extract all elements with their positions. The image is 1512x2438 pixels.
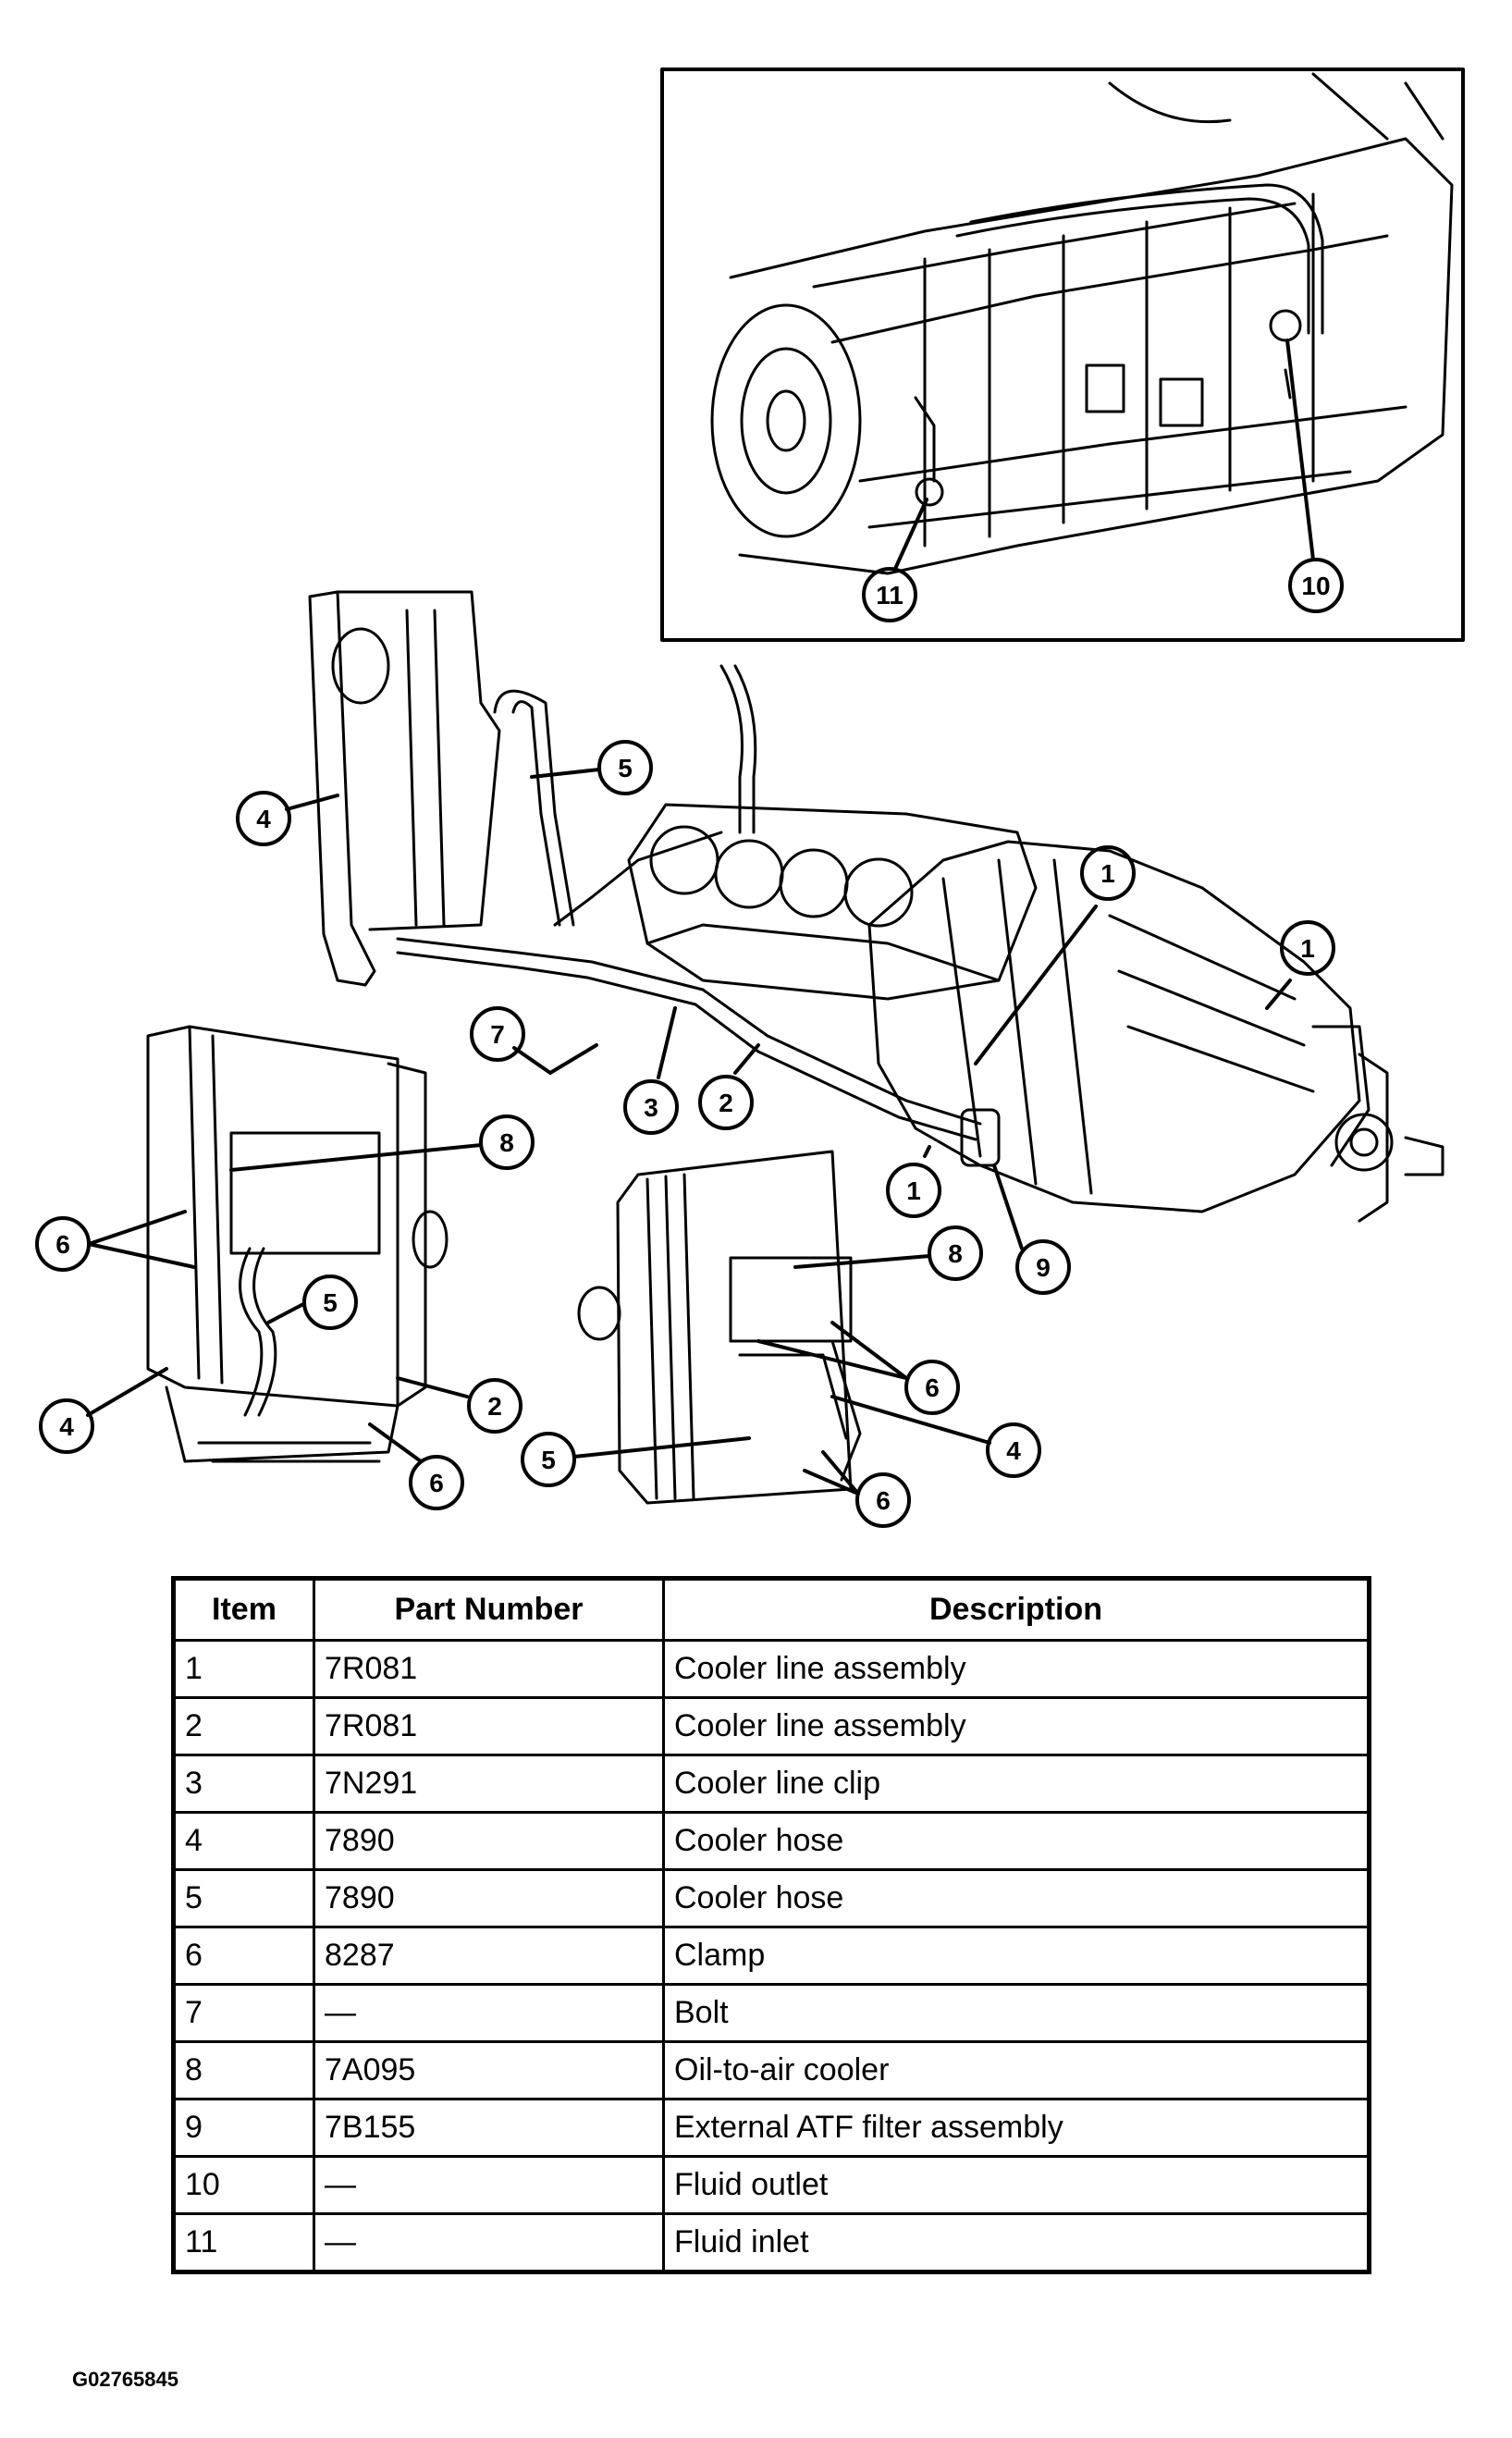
inset-detail: 11 10	[660, 68, 1465, 642]
callout-4c-number: 4	[1006, 1436, 1021, 1465]
description-cell: External ATF filter assembly	[662, 2098, 1371, 2158]
callout-4a: 4	[236, 791, 339, 846]
part-number-cell: 8287	[313, 1926, 665, 1986]
callout-5b-number: 5	[323, 1288, 338, 1317]
part-number-cell: —	[313, 2155, 665, 2215]
item-cell: 10	[172, 2155, 315, 2215]
callout-7: 7	[470, 1006, 598, 1075]
callout-8a: 8	[229, 1114, 535, 1172]
table-row: 7—Bolt	[172, 1983, 1371, 2043]
callout-8b-number: 8	[948, 1239, 963, 1268]
item-cell: 8	[172, 2040, 315, 2100]
callout-10-number: 10	[1301, 572, 1330, 600]
callout-9: 9	[992, 1164, 1071, 1295]
inset-frame	[660, 68, 1465, 642]
part-number-cell: 7A095	[313, 2040, 665, 2100]
part-number-cell: 7N291	[313, 1754, 665, 1814]
callout-4a-number: 4	[256, 805, 271, 833]
item-cell: 9	[172, 2098, 315, 2158]
callout-4b: 4	[39, 1367, 168, 1454]
callout-6b-number: 6	[429, 1469, 444, 1497]
header-part-number: Part Number	[313, 1577, 665, 1642]
callout-10: 10	[1285, 339, 1344, 613]
callout-5b: 5	[266, 1274, 358, 1330]
part-number-cell: 7890	[313, 1868, 665, 1928]
callout-4b-number: 4	[59, 1412, 74, 1441]
figure-id: G02765845	[72, 2368, 178, 2391]
description-cell: Oil-to-air cooler	[662, 2040, 1371, 2100]
callout-9-number: 9	[1036, 1253, 1051, 1282]
table-row: 10—Fluid outlet	[172, 2155, 1371, 2215]
callout-1c: 1	[886, 1145, 941, 1218]
item-cell: 5	[172, 1868, 315, 1928]
callout-8a-number: 8	[499, 1128, 514, 1157]
callout-5c: 5	[521, 1432, 751, 1487]
callout-2b-number: 2	[487, 1392, 502, 1421]
item-cell: 6	[172, 1926, 315, 1986]
callout-5a-number: 5	[618, 754, 633, 782]
inset-transmission-illustration	[710, 72, 1454, 575]
callout-1b-number: 1	[1300, 934, 1315, 963]
callout-11: 11	[862, 498, 928, 622]
cooler-system-diagram: 11 10	[35, 68, 1465, 1528]
callout-6c: 6	[756, 1321, 960, 1415]
callout-2b: 2	[396, 1376, 522, 1434]
description-cell: Cooler line clip	[662, 1754, 1371, 1814]
callout-6d-number: 6	[876, 1486, 891, 1515]
description-cell: Cooler line assembly	[662, 1639, 1371, 1699]
description-cell: Cooler line assembly	[662, 1696, 1371, 1756]
item-cell: 3	[172, 1754, 315, 1814]
callout-1a-number: 1	[1100, 859, 1115, 888]
item-cell: 1	[172, 1639, 315, 1699]
callout-3: 3	[623, 1006, 679, 1135]
callout-3-number: 3	[644, 1093, 658, 1122]
header-description: Description	[662, 1577, 1371, 1642]
system-illustration	[146, 590, 1444, 1505]
callout-1a: 1	[974, 845, 1136, 1065]
item-cell: 4	[172, 1811, 315, 1871]
callout-2a-number: 2	[719, 1089, 733, 1117]
callout-6d: 6	[803, 1450, 911, 1528]
part-number-cell: —	[313, 2212, 665, 2273]
callout-6c-number: 6	[925, 1373, 940, 1402]
table-row: 11—Fluid inlet	[172, 2212, 1371, 2273]
callout-8b: 8	[793, 1225, 983, 1281]
header-item: Item	[172, 1577, 315, 1642]
part-number-cell: 7R081	[313, 1639, 665, 1699]
callout-5a: 5	[530, 740, 653, 795]
description-cell: Cooler hose	[662, 1811, 1371, 1871]
table-header-row: Item Part Number Description	[172, 1577, 1371, 1642]
description-cell: Fluid inlet	[662, 2212, 1371, 2273]
callout-1b: 1	[1265, 920, 1335, 1010]
part-number-cell: 7B155	[313, 2098, 665, 2158]
callout-6b: 6	[368, 1422, 464, 1510]
item-cell: 7	[172, 1983, 315, 2043]
callout-2a: 2	[698, 1043, 760, 1130]
description-cell: Cooler hose	[662, 1868, 1371, 1928]
callout-6a-number: 6	[55, 1230, 70, 1259]
callout-7-number: 7	[490, 1020, 505, 1049]
callout-11-number: 11	[876, 581, 904, 610]
part-number-cell: 7890	[313, 1811, 665, 1871]
part-number-cell: —	[313, 1983, 665, 2043]
item-cell: 11	[172, 2212, 315, 2273]
callout-6a: 6	[35, 1210, 196, 1272]
description-cell: Fluid outlet	[662, 2155, 1371, 2215]
callout-1c-number: 1	[906, 1176, 921, 1205]
callout-4c: 4	[830, 1395, 1041, 1478]
description-cell: Bolt	[662, 1983, 1371, 2043]
description-cell: Clamp	[662, 1926, 1371, 1986]
callout-5c-number: 5	[541, 1446, 556, 1474]
item-cell: 2	[172, 1696, 315, 1756]
part-number-cell: 7R081	[313, 1696, 665, 1756]
